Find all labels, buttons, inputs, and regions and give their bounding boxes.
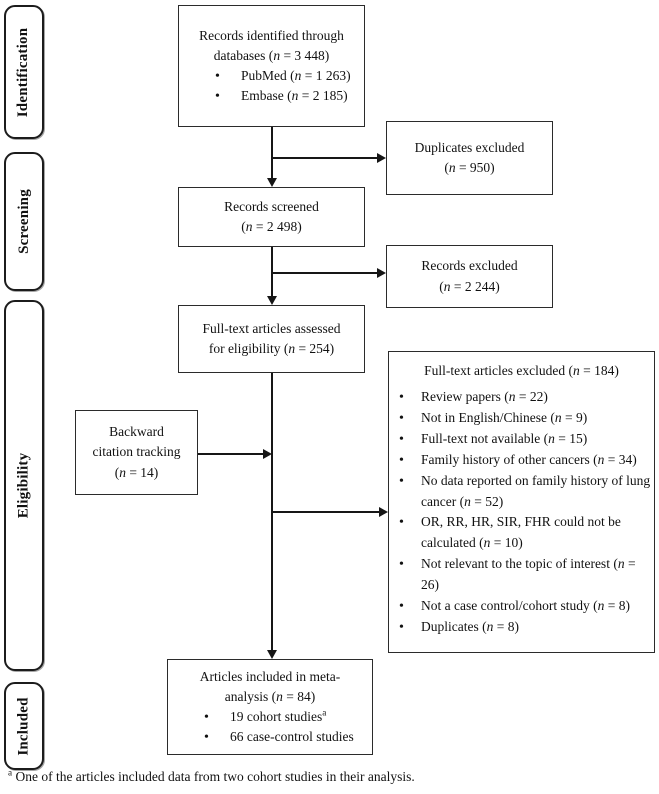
list-item: Review papers (n = 22) xyxy=(389,387,654,409)
records-identified-list: PubMed (n = 1 263) Embase (n = 2 185) xyxy=(205,66,364,108)
duplicates-excluded-line1: Duplicates excluded xyxy=(414,139,525,155)
list-item: 19 cohort studiesa xyxy=(194,707,372,728)
box-fulltext-excluded: Full-text articles excluded (n = 184) Re… xyxy=(388,351,655,653)
arrow-line-identified-to-screened xyxy=(271,127,273,179)
list-item: Not a case control/cohort study (n = 8) xyxy=(389,596,654,618)
list-item: Not in English/Chinese (n = 9) xyxy=(389,408,654,430)
list-item: Full-text not available (n = 15) xyxy=(389,429,654,451)
records-screened-line2: (n = 2 498) xyxy=(241,219,302,234)
stage-included-label: Included xyxy=(15,696,32,756)
records-identified-line2: databases (n = 3 448) xyxy=(213,47,330,63)
box-articles-included: Articles included in meta- analysis (n =… xyxy=(167,659,373,755)
box-duplicates-excluded: Duplicates excluded (n = 950) xyxy=(386,121,553,195)
arrowhead-backward-citation xyxy=(263,449,272,459)
backward-citation-line2: citation tracking xyxy=(92,444,181,460)
records-excluded-line2: (n = 2 244) xyxy=(439,278,500,294)
arrow-line-to-duplicates-excluded xyxy=(272,157,378,159)
records-screened-line1: Records screened xyxy=(224,198,319,214)
list-item: PubMed (n = 1 263) xyxy=(205,66,364,87)
footnote: a One of the articles included data from… xyxy=(8,767,415,784)
backward-citation-line1: Backward xyxy=(109,424,164,440)
stage-identification-label: Identification xyxy=(15,27,32,117)
stage-eligibility: Eligibility xyxy=(4,300,44,671)
arrowhead-to-fulltext-excluded xyxy=(379,507,388,517)
records-excluded-line1: Records excluded xyxy=(421,258,518,274)
stage-eligibility-label: Eligibility xyxy=(15,452,32,519)
arrowhead-to-assessed xyxy=(267,296,277,305)
box-backward-citation: Backward citation tracking (n = 14) xyxy=(75,410,198,495)
articles-included-line1: Articles included in meta- xyxy=(199,668,341,684)
list-item: Family history of other cancers (n = 34) xyxy=(389,450,654,472)
list-item: OR, RR, HR, SIR, FHR could not be calcul… xyxy=(389,512,654,554)
articles-included-line2: analysis (n = 84) xyxy=(224,688,316,704)
list-item: No data reported on family history of lu… xyxy=(389,471,654,513)
stage-screening-label: Screening xyxy=(15,189,32,254)
stage-identification: Identification xyxy=(4,5,44,139)
list-item: Not relevant to the topic of interest (n… xyxy=(389,554,654,596)
duplicates-excluded-line2: (n = 950) xyxy=(444,160,495,175)
fulltext-excluded-title: Full-text articles excluded (n = 184) xyxy=(424,363,619,378)
list-item: 66 case-control studies xyxy=(194,727,372,748)
box-records-identified: Records identified through databases (n … xyxy=(178,5,365,127)
list-item: Duplicates (n = 8) xyxy=(389,617,654,639)
fulltext-assessed-line2: for eligibility (n = 254) xyxy=(208,341,335,356)
stage-included: Included xyxy=(4,682,44,770)
stage-screening: Screening xyxy=(4,152,44,291)
arrowhead-to-records-excluded xyxy=(377,268,386,278)
articles-included-list: 19 cohort studiesa 66 case-control studi… xyxy=(194,707,372,749)
list-item: Embase (n = 2 185) xyxy=(205,86,364,107)
box-records-screened: Records screened (n = 2 498) xyxy=(178,187,365,247)
box-fulltext-assessed: Full-text articles assessed for eligibil… xyxy=(178,305,365,373)
arrow-line-backward-citation xyxy=(198,453,264,455)
arrowhead-to-duplicates-excluded xyxy=(377,153,386,163)
fulltext-excluded-list: Review papers (n = 22) Not in English/Ch… xyxy=(389,387,654,639)
arrow-line-to-fulltext-excluded xyxy=(272,511,380,513)
records-identified-line1: Records identified through xyxy=(199,27,344,43)
arrowhead-to-screened xyxy=(267,178,277,187)
box-records-excluded: Records excluded (n = 2 244) xyxy=(386,245,553,308)
arrowhead-to-included xyxy=(267,650,277,659)
arrow-line-to-records-excluded xyxy=(272,272,378,274)
backward-citation-line3: (n = 14) xyxy=(114,464,159,480)
fulltext-assessed-line1: Full-text articles assessed xyxy=(202,320,341,336)
